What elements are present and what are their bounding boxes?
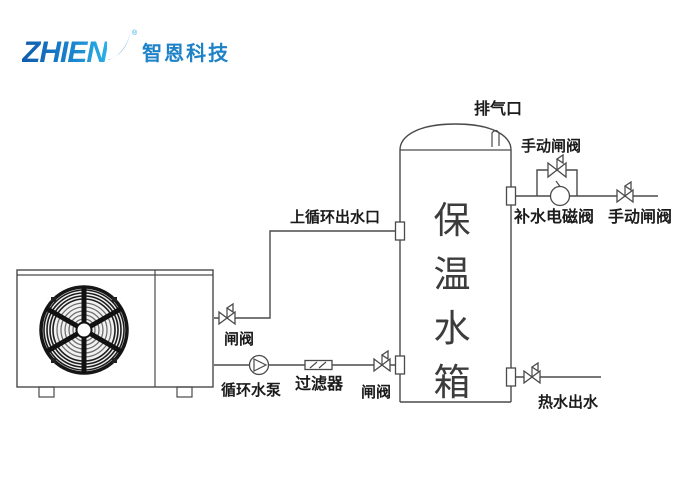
- registered-mark: ®: [132, 30, 138, 37]
- tank-char-1: 保: [434, 201, 471, 242]
- manual-valve-right-label: 手动闸阀: [608, 207, 672, 226]
- tank-label: 保 温 水 箱: [434, 201, 471, 404]
- filter-icon: [304, 359, 333, 371]
- tank-char-2: 温: [434, 255, 471, 296]
- solenoid-valve-icon: [549, 180, 571, 207]
- unit-foot-left: [38, 386, 55, 398]
- upper-outlet-label: 上循环出水口: [290, 208, 380, 226]
- hot-water-valve-icon: [523, 361, 541, 385]
- manual-valve-top-label: 手动闸阀: [521, 137, 581, 155]
- gate-valve-lower-label: 闸阀: [361, 383, 391, 401]
- makeup-solenoid-label: 补水电磁阀: [513, 207, 594, 226]
- heat-pump-unit: [16, 269, 214, 398]
- water-tank: 保 温 水 箱: [394, 123, 517, 404]
- nozzle-upper-right: [505, 186, 517, 206]
- tank-char-3: 水: [434, 309, 471, 350]
- vent-label: 排气口: [474, 99, 522, 118]
- brand-wordmark: ZHIEN: [22, 36, 108, 69]
- manual-valve-right-icon: [616, 180, 634, 204]
- nozzle-lower-left: [394, 355, 406, 375]
- hot-water-outlet-label: 热水出水: [538, 393, 599, 411]
- manual-valve-top-icon: [547, 153, 567, 179]
- filter-label: 过滤器: [295, 374, 344, 393]
- fan-icon: [39, 285, 129, 375]
- unit-foot-right: [176, 386, 193, 398]
- nozzle-lower-right: [505, 367, 517, 387]
- nozzle-upper-left: [394, 221, 406, 241]
- brand-logo: ZHIEN ® 智恩科技: [22, 29, 231, 69]
- gate-valve-upper-icon: [218, 302, 236, 326]
- gate-valve-lower-icon: [373, 349, 391, 373]
- company-name: 智恩科技: [142, 43, 231, 65]
- makeup-water-pipe: [516, 169, 658, 197]
- circulation-pump-icon: [248, 354, 270, 376]
- upper-circulation-pipe: [214, 230, 395, 319]
- circulation-pump-label: 循环水泵: [221, 381, 281, 399]
- fan-bolts: [51, 297, 117, 363]
- tank-char-4: 箱: [434, 362, 471, 404]
- gate-valve-upper-label: 闸阀: [224, 330, 254, 348]
- vent-stub: [491, 129, 500, 147]
